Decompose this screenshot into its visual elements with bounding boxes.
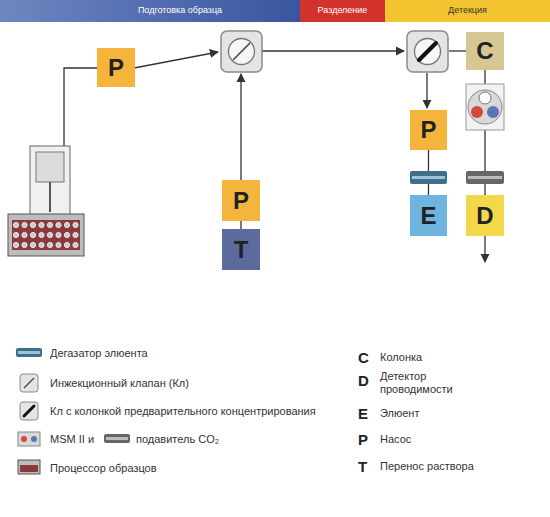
legend-letter: P [358,432,368,447]
node-letter: P [233,189,249,213]
stage-label: Подготовка образца [110,6,250,16]
legend-letter: D [358,373,369,388]
process-box: P [410,110,447,150]
stage-bar [0,0,300,22]
stage-label: Разделение [300,6,385,16]
process-box: D [466,195,504,236]
legend-text: Кл с колонкой предварительного концентри… [50,405,340,418]
legend-letter: T [358,459,367,474]
process-box: P [97,48,135,87]
node-letter: P [420,118,436,142]
legend-text: подавитель CO₂ [136,433,219,446]
legend-letter: C [358,350,369,365]
preconcentration-valve [407,31,448,72]
legend-text: MSM II и [50,433,94,446]
suppressor-icon [466,84,504,130]
node-letter: T [234,238,249,262]
legend-letter: E [358,406,368,421]
process-box: T [222,229,260,270]
legend-text: Детектор проводимости [380,370,490,395]
legend-text: Колонка [380,351,422,364]
sample-processor [8,146,84,256]
node-letter: P [108,56,124,80]
legend-text: Насос [380,433,411,446]
co2-suppressor-icon [466,171,504,184]
node-letter: C [476,39,493,63]
legend-text: Элюент [380,407,419,420]
legend-text: Инжекционный клапан (Кл) [50,377,189,390]
process-box: E [410,195,447,236]
process-box: P [222,180,260,221]
legend-text: Дегазатор элюента [50,347,148,360]
legend-text: Перенос раствора [380,460,474,473]
legend-text: Процессор образцов [50,462,157,475]
process-box: C [466,32,504,70]
node-letter: E [420,204,436,228]
degasser-icon [410,171,447,184]
injection-valve [221,31,262,72]
stage-label: Детекция [385,6,550,16]
stage-bar [300,0,385,22]
node-letter: D [476,204,493,228]
flow-connector [240,221,241,229]
stage-bar [385,0,550,22]
